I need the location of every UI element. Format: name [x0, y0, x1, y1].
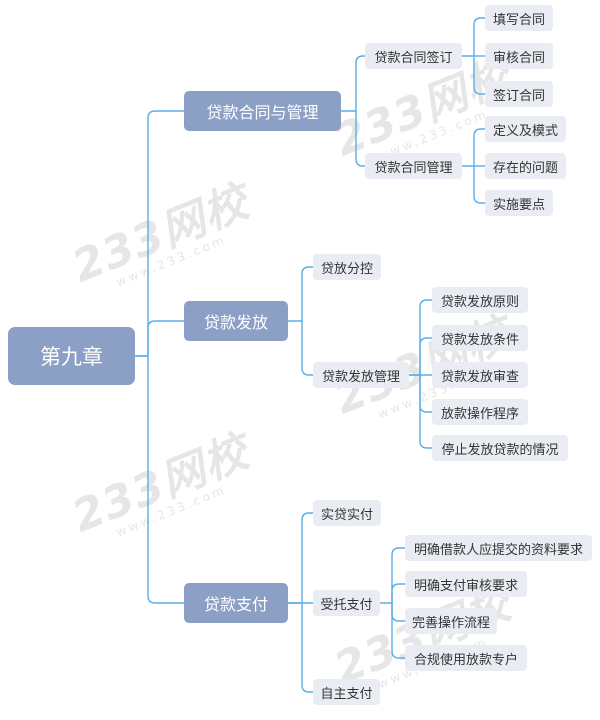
connector-line [288, 266, 313, 322]
subtopic-disbursement-management: 贷款发放管理 [313, 362, 409, 388]
item-existing-problems: 存在的问题 [485, 153, 566, 179]
topic-loan-payment: 贷款支付 [184, 583, 288, 623]
item-fill-contract: 填写合同 [485, 5, 553, 31]
topic-loan-disbursement: 贷款发放 [184, 301, 288, 341]
subtopic-entrusted-payment: 受托支付 [313, 590, 380, 616]
root-node: 第九章 [8, 327, 135, 385]
subtopic-actual-payment: 实贷实付 [313, 500, 381, 526]
item-review-contract: 审核合同 [485, 43, 553, 69]
item-stop-disbursement: 停止发放贷款的情况 [432, 435, 568, 461]
connector-line [462, 17, 485, 57]
connector-line [288, 512, 313, 604]
item-disbursement-conditions: 贷款发放条件 [432, 325, 528, 351]
subtopic-contract-signing: 贷款合同签订 [365, 43, 462, 69]
connector-line [419, 337, 432, 375]
item-sign-contract: 签订合同 [485, 81, 553, 107]
connector-line [473, 56, 485, 95]
connector-line [380, 547, 405, 604]
subtopic-contract-management: 贷款合同管理 [365, 153, 462, 179]
connector-line [473, 166, 485, 204]
topic-loan-contract-management: 贷款合同与管理 [184, 91, 341, 131]
item-borrower-materials: 明确借款人应提交的资料要求 [405, 535, 592, 561]
connector-line [419, 375, 432, 413]
connector-line [462, 128, 485, 167]
item-compliant-account: 合规使用放款专户 [405, 645, 527, 671]
connector-line [301, 321, 313, 376]
item-payment-review: 明确支付审核要求 [405, 571, 527, 597]
connector-line [301, 603, 313, 693]
connector-line [409, 299, 432, 376]
connector-line [391, 603, 405, 622]
connector-line [391, 603, 405, 659]
connector-line [341, 55, 365, 112]
connector-line [147, 320, 184, 356]
item-definition-mode: 定义及模式 [485, 116, 566, 142]
connector-line [147, 356, 184, 604]
connector-line [391, 583, 405, 603]
connector-line [419, 375, 432, 449]
subtopic-self-payment: 自主支付 [313, 679, 380, 705]
item-disbursement-review: 贷款发放审查 [432, 362, 528, 388]
item-improve-process: 完善操作流程 [405, 608, 497, 634]
item-key-points: 实施要点 [485, 190, 553, 216]
item-disbursement-principles: 贷款发放原则 [432, 287, 528, 313]
item-disbursement-procedure: 放款操作程序 [432, 399, 528, 425]
connector-line [135, 110, 184, 357]
connector-line [355, 111, 365, 167]
subtopic-separate-control: 贷放分控 [313, 254, 381, 280]
